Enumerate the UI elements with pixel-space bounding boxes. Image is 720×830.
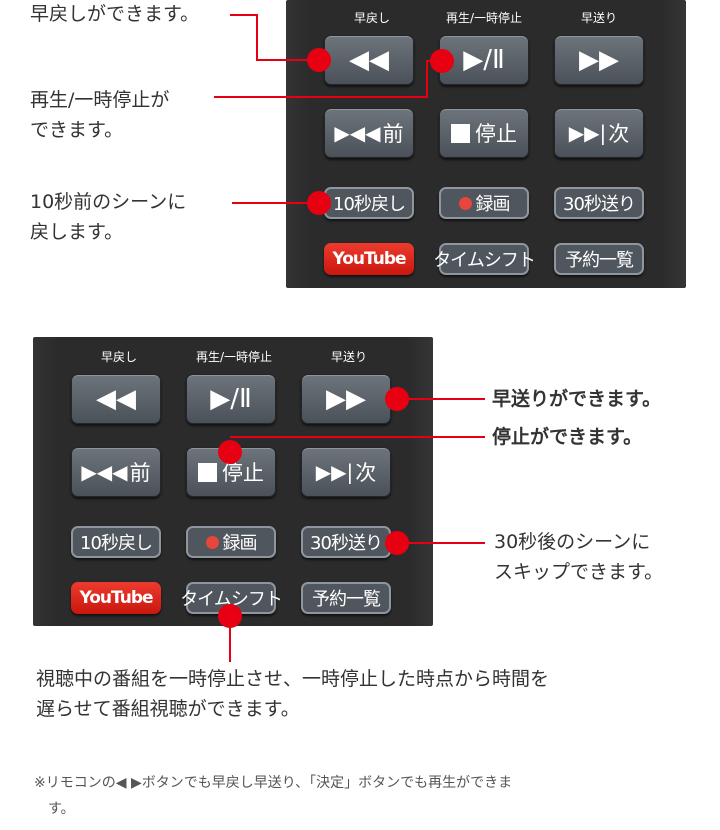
- annotation-stop: 停止ができます。: [492, 426, 643, 448]
- remote-control-top: 早戻し 再生/一時停止 早送り ◀◀ ▶/Ⅱ ▶▶ ▶◀◀ 前 停止 ▶▶| 次…: [286, 0, 686, 288]
- leader-line: [256, 59, 318, 61]
- next-button[interactable]: ▶▶| 次: [554, 108, 644, 158]
- skip-next-icon: ▶▶|: [568, 121, 607, 145]
- annotation-skip30-line1: 30秒後のシーンに: [494, 531, 651, 553]
- record-button[interactable]: 録画: [439, 187, 529, 219]
- stop-label: 停止: [475, 122, 517, 146]
- rewind-icon: ◀◀: [96, 384, 136, 414]
- play-pause-button[interactable]: ▶/Ⅱ: [186, 374, 276, 424]
- stop-icon: [198, 462, 217, 482]
- leader-line: [426, 60, 428, 98]
- skip-previous-icon: ▶◀◀: [334, 121, 381, 145]
- leader-line: [214, 96, 428, 98]
- fast-forward-icon: ▶▶: [579, 45, 619, 75]
- leader-line: [229, 616, 231, 662]
- annotation-rewind: 早戻しができます。: [30, 3, 200, 25]
- annotation-play-pause-line1: 再生/一時停止が: [30, 89, 170, 111]
- timeshift-button[interactable]: タイムシフト: [433, 243, 536, 275]
- record-button[interactable]: 録画: [186, 526, 276, 558]
- record-label: 録画: [222, 533, 258, 554]
- schedule-list-button[interactable]: 予約一覧: [301, 582, 391, 614]
- annotation-timeshift-line2: 遅らせて番組視聴ができます。: [36, 698, 300, 720]
- back-10-seconds-button[interactable]: 10秒戻し: [324, 187, 414, 219]
- leader-line: [397, 398, 485, 400]
- annotation-play-pause-line2: できます。: [30, 119, 124, 141]
- next-label: 次: [608, 122, 630, 146]
- record-icon: [205, 535, 219, 549]
- previous-label: 前: [382, 122, 404, 146]
- play-pause-icon: ▶/Ⅱ: [463, 45, 505, 75]
- label-fast-forward: 早送り: [580, 11, 617, 25]
- annotation-fast-forward: 早送りができます。: [492, 388, 662, 410]
- stop-button[interactable]: 停止: [439, 108, 529, 158]
- record-icon: [458, 196, 472, 210]
- rewind-icon: ◀◀: [349, 45, 389, 75]
- leader-line: [230, 436, 485, 438]
- label-rewind: 早戻し: [100, 350, 137, 364]
- leader-line: [397, 542, 485, 544]
- next-button[interactable]: ▶▶| 次: [301, 447, 391, 497]
- label-fast-forward: 早送り: [330, 350, 367, 364]
- skip-next-icon: ▶▶|: [315, 460, 354, 484]
- annotation-back10-line1: 10秒前のシーンに: [30, 191, 187, 213]
- stop-icon: [451, 123, 470, 143]
- skip-30-seconds-button[interactable]: 30秒送り: [554, 187, 644, 219]
- label-rewind: 早戻し: [353, 11, 390, 25]
- leader-line: [232, 202, 318, 204]
- annotation-skip30-line2: スキップできます。: [494, 561, 664, 583]
- fast-forward-button[interactable]: ▶▶: [554, 35, 644, 85]
- remote-control-bottom: 早戻し 再生/一時停止 早送り ◀◀ ▶/Ⅱ ▶▶ ▶◀◀ 前 停止 ▶▶| 次…: [33, 337, 433, 626]
- leader-line: [230, 14, 258, 16]
- previous-button[interactable]: ▶◀◀ 前: [324, 108, 414, 158]
- footnote-line2: す。: [48, 801, 75, 817]
- next-label: 次: [355, 461, 377, 485]
- fast-forward-button[interactable]: ▶▶: [301, 374, 391, 424]
- label-play-pause: 再生/一時停止: [445, 11, 523, 25]
- fast-forward-icon: ▶▶: [326, 384, 366, 414]
- play-pause-button[interactable]: ▶/Ⅱ: [439, 35, 529, 85]
- annotation-timeshift-line1: 視聴中の番組を一時停止させ、一時停止した時点から時間を: [36, 668, 550, 690]
- annotation-back10-line2: 戻します。: [30, 221, 124, 243]
- footnote-line1: ※リモコンの◀ ▶ボタンでも早戻し早送り、「決定」ボタンでも再生ができま: [34, 775, 513, 791]
- footnote: ※リモコンの◀ ▶ボタンでも早戻し早送り、「決定」ボタンでも再生ができま す。: [34, 770, 684, 822]
- youtube-button[interactable]: YouTube: [324, 243, 414, 275]
- schedule-list-button[interactable]: 予約一覧: [554, 243, 644, 275]
- leader-line: [256, 14, 258, 61]
- youtube-button[interactable]: YouTube: [71, 582, 161, 614]
- record-label: 録画: [475, 194, 511, 215]
- skip-30-seconds-button[interactable]: 30秒送り: [301, 526, 391, 558]
- rewind-button[interactable]: ◀◀: [324, 35, 414, 85]
- marker-dot: [307, 191, 331, 215]
- marker-dot: [218, 440, 242, 464]
- label-play-pause: 再生/一時停止: [195, 350, 273, 364]
- rewind-button[interactable]: ◀◀: [71, 374, 161, 424]
- previous-button[interactable]: ▶◀◀ 前: [71, 447, 161, 497]
- back-10-seconds-button[interactable]: 10秒戻し: [71, 526, 161, 558]
- marker-dot: [307, 48, 331, 72]
- skip-previous-icon: ▶◀◀: [81, 460, 128, 484]
- previous-label: 前: [129, 461, 151, 485]
- stop-label: 停止: [222, 461, 264, 485]
- play-pause-icon: ▶/Ⅱ: [210, 384, 252, 414]
- marker-dot: [430, 49, 454, 73]
